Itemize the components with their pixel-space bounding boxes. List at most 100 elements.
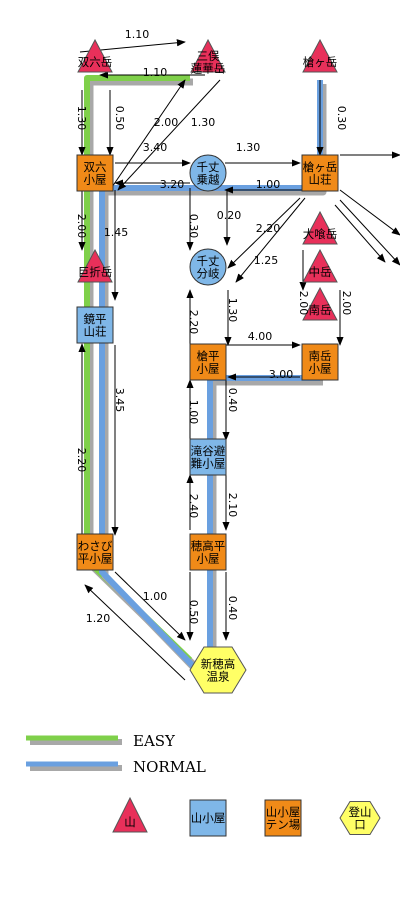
edge-time-label: 2.00 xyxy=(340,291,353,316)
node-senjo-norikoshi[interactable]: 千丈乗越 xyxy=(189,154,227,192)
edge-time-label: 1.10 xyxy=(143,66,168,79)
node-label: 三俣蓮華岳 xyxy=(191,49,226,76)
node-omote-ginza[interactable]: 大喰岳 xyxy=(302,210,338,245)
trail-edge xyxy=(339,199,400,266)
edge-time-label: 1.30 xyxy=(191,116,216,129)
node-yaridaira[interactable]: 槍平小屋 xyxy=(189,343,227,381)
legend: EASY NORMAL 山 山小屋 山小屋テン場 登山口 xyxy=(26,732,381,837)
node-label: 大喰岳 xyxy=(303,227,338,241)
edge-time-label: 1.30 xyxy=(75,106,88,131)
node-sugoroku-dake[interactable]: 双六岳 xyxy=(77,38,113,73)
normal-route-line-lower-shadow xyxy=(209,378,323,664)
legend-route-label: EASY xyxy=(133,732,176,750)
node-label: 南岳 xyxy=(309,303,332,317)
edge-time-label: 3.00 xyxy=(269,368,294,381)
node-label: 槍平小屋 xyxy=(197,349,220,376)
edge-time-label: 1.30 xyxy=(236,141,261,154)
edge-time-label: 4.00 xyxy=(248,330,273,343)
legend-type-label: 山 xyxy=(124,815,136,829)
hut-tent-marker xyxy=(301,154,339,192)
edge-time-label: 3.40 xyxy=(143,141,168,154)
node-takidani[interactable]: 滝谷避難小屋 xyxy=(189,438,227,476)
legend-type-label: 登山口 xyxy=(349,805,372,832)
edge-time-label: 1.25 xyxy=(254,254,279,267)
legend-hut-icon xyxy=(189,799,227,837)
hut-marker xyxy=(189,438,227,476)
edge-time-label: 0.30 xyxy=(187,214,200,239)
node-label: 新穂高温泉 xyxy=(201,657,236,684)
node-yarigatake[interactable]: 槍ヶ岳 xyxy=(302,38,338,73)
trail-edge xyxy=(117,79,221,191)
legend-hut-icon xyxy=(264,799,302,837)
legend-item-trailhead: 登山口 xyxy=(339,801,381,835)
node-yarigatake-sanso[interactable]: 槍ヶ岳山荘 xyxy=(301,154,339,192)
node-label: 南岳小屋 xyxy=(309,349,332,376)
edge-time-label: 2.00 xyxy=(154,116,179,129)
edge-time-label: 2.20 xyxy=(75,448,88,473)
node-label: 巨折岳 xyxy=(78,265,113,279)
edge-time-label: 1.00 xyxy=(187,400,200,425)
node-hotakadaira[interactable]: 穂高平小屋 xyxy=(189,533,227,571)
node-label: 槍ヶ岳山荘 xyxy=(303,160,338,187)
edge-time-label: 1.20 xyxy=(86,612,111,625)
trailhead-marker xyxy=(189,646,247,694)
peak-marker xyxy=(77,248,113,283)
edge-time-label: 1.00 xyxy=(143,590,168,603)
trail-edge xyxy=(227,197,301,269)
hut-marker xyxy=(76,306,114,344)
trail-edge xyxy=(84,584,186,681)
edge-time-label: 2.00 xyxy=(75,214,88,239)
node-kagami-daira[interactable]: 鏡平山荘 xyxy=(76,306,114,344)
edge-time-label: 2.20 xyxy=(256,222,281,235)
node-label: 千丈分岐 xyxy=(197,254,220,281)
node-label: 双六岳 xyxy=(78,55,113,69)
node-oshamoji-ike[interactable]: 巨折岳 xyxy=(77,248,113,283)
node-mitsumata-renge[interactable]: 三俣蓮華岳 xyxy=(190,38,226,76)
node-minami-dake[interactable]: 南岳 xyxy=(302,286,338,321)
node-wasabidaira[interactable]: わさび平小屋 xyxy=(76,533,114,571)
legend-item-hut: 山小屋 xyxy=(189,799,227,837)
node-sugoroku-hut[interactable]: 双六小屋 xyxy=(76,154,114,192)
hut-tent-marker xyxy=(189,343,227,381)
hut-tent-marker xyxy=(76,154,114,192)
legend-peak-icon xyxy=(112,796,148,833)
node-label: 千丈乗越 xyxy=(197,160,220,187)
node-naka-dake[interactable]: 中岳 xyxy=(302,248,338,283)
edge-time-label: 1.45 xyxy=(104,226,129,239)
node-label: 槍ヶ岳 xyxy=(303,55,338,69)
trail-edge xyxy=(334,204,386,263)
node-minamidake-hut[interactable]: 南岳小屋 xyxy=(301,343,339,381)
node-label: 双六小屋 xyxy=(84,160,107,187)
edge-time-label: 2.20 xyxy=(187,310,200,335)
legend-item-hut-tent: 山小屋テン場 xyxy=(264,799,302,837)
trail-edge xyxy=(339,189,400,236)
peak-marker xyxy=(77,38,113,73)
hut-tent-marker xyxy=(301,343,339,381)
edge-time-label: 3.20 xyxy=(160,178,185,191)
trail-edge xyxy=(109,79,186,191)
edge-time-label: 0.50 xyxy=(113,106,126,131)
peak-marker xyxy=(302,286,338,321)
node-label: 鏡平山荘 xyxy=(84,312,107,339)
edge-time-label: 1.00 xyxy=(256,178,281,191)
junction-marker xyxy=(189,154,227,192)
legend-route-label: NORMAL xyxy=(133,758,206,776)
peak-marker xyxy=(190,38,226,73)
peak-marker xyxy=(302,210,338,245)
node-label: わさび平小屋 xyxy=(78,539,113,566)
node-shinhotaka[interactable]: 新穂高温泉 xyxy=(189,646,247,694)
edge-time-label: 2.40 xyxy=(187,494,200,519)
edge-time-label: 0.50 xyxy=(187,600,200,625)
edge-time-label: 0.20 xyxy=(217,209,242,222)
node-senjo-bunki[interactable]: 千丈分岐 xyxy=(189,248,227,286)
edge-time-label: 0.40 xyxy=(226,596,239,621)
hut-tent-marker xyxy=(189,533,227,571)
peak-marker xyxy=(302,248,338,283)
node-label: 滝谷避難小屋 xyxy=(191,444,226,471)
node-label: 穂高平小屋 xyxy=(191,539,226,566)
trail-edge xyxy=(235,197,306,283)
legend-type-label: 山小屋 xyxy=(191,811,226,825)
